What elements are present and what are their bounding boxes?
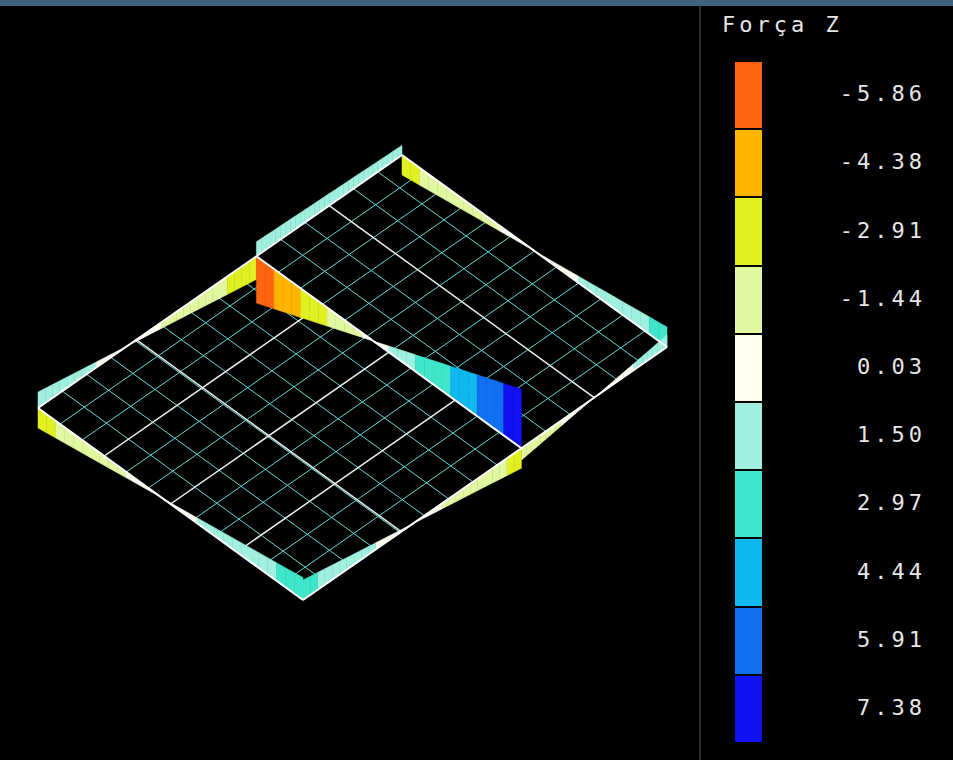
panel-line bbox=[136, 340, 401, 532]
legend-value: 2.97 bbox=[857, 490, 926, 515]
window-top-bar bbox=[0, 0, 953, 6]
beam-lines bbox=[38, 155, 667, 600]
mesh-line bbox=[237, 299, 601, 552]
legend-swatch bbox=[735, 608, 762, 674]
mesh-line bbox=[38, 155, 402, 408]
beam-line bbox=[38, 256, 256, 408]
legend-swatch bbox=[735, 130, 762, 196]
beam-line bbox=[256, 256, 521, 448]
legend-value: 0.03 bbox=[857, 354, 926, 379]
beam-line bbox=[38, 408, 303, 600]
legend-swatch bbox=[735, 198, 762, 264]
force-fill bbox=[504, 383, 513, 441]
legend-row: 5.91 bbox=[857, 627, 926, 652]
legend-swatch bbox=[735, 62, 762, 128]
mesh-line bbox=[171, 251, 535, 504]
legend-swatch bbox=[735, 335, 762, 401]
force-fill bbox=[513, 386, 522, 448]
panel-divider bbox=[700, 6, 701, 760]
panel-line bbox=[237, 400, 455, 552]
legend-row: 2.97 bbox=[857, 490, 926, 515]
force-fill bbox=[265, 263, 274, 309]
legend-value: -1.44 bbox=[840, 286, 926, 311]
legend-row: -4.38 bbox=[840, 149, 926, 174]
force-diagrams bbox=[38, 145, 667, 600]
force-fill bbox=[486, 378, 495, 429]
beam-line bbox=[521, 347, 667, 448]
legend-value: -2.91 bbox=[840, 218, 926, 243]
mesh-line bbox=[148, 235, 512, 488]
beam-line bbox=[303, 448, 521, 600]
mesh-line bbox=[159, 324, 424, 516]
mesh-line bbox=[215, 283, 579, 536]
legend-swatch bbox=[735, 676, 762, 742]
mesh-line bbox=[193, 267, 557, 520]
mesh-line bbox=[60, 171, 424, 424]
legend-row: -5.86 bbox=[840, 81, 926, 106]
mesh-line bbox=[135, 341, 400, 533]
panel-line bbox=[104, 304, 322, 456]
legend-row: -2.91 bbox=[840, 218, 926, 243]
force-fill bbox=[495, 381, 504, 436]
legend-swatch bbox=[735, 267, 762, 333]
panel-line bbox=[171, 352, 389, 504]
mesh-line bbox=[402, 155, 667, 347]
mesh-line bbox=[38, 408, 303, 600]
mesh-line bbox=[329, 206, 594, 398]
beam-line bbox=[256, 155, 402, 256]
mesh-line bbox=[259, 315, 623, 568]
legend-value: 4.44 bbox=[857, 559, 926, 584]
legend-row: -1.44 bbox=[840, 286, 926, 311]
legend-value: -4.38 bbox=[840, 149, 926, 174]
legend-row: 7.38 bbox=[857, 695, 926, 720]
legend-row: 1.50 bbox=[857, 422, 926, 447]
legend-swatch bbox=[735, 403, 762, 469]
force-fill bbox=[256, 256, 265, 306]
legend-swatch bbox=[735, 539, 762, 605]
mesh-line bbox=[256, 256, 521, 448]
panel-line bbox=[329, 206, 594, 398]
legend-value: -5.86 bbox=[840, 81, 926, 106]
force-fill bbox=[477, 375, 486, 423]
legend-title: Força Z bbox=[722, 12, 843, 37]
mesh-line bbox=[82, 187, 446, 440]
legend-row: 4.44 bbox=[857, 559, 926, 584]
legend-value: 1.50 bbox=[857, 422, 926, 447]
beam-line bbox=[402, 155, 667, 347]
legend-value: 5.91 bbox=[857, 627, 926, 652]
mesh-line bbox=[281, 331, 645, 584]
mesh-line bbox=[303, 347, 667, 600]
mesh-line bbox=[104, 203, 468, 456]
legend-row: 0.03 bbox=[857, 354, 926, 379]
legend-title-holder: Força Z bbox=[722, 12, 843, 37]
legend-swatch bbox=[735, 471, 762, 537]
mesh-grid bbox=[38, 155, 667, 600]
mesh-line bbox=[126, 219, 490, 472]
legend-value: 7.38 bbox=[857, 695, 926, 720]
